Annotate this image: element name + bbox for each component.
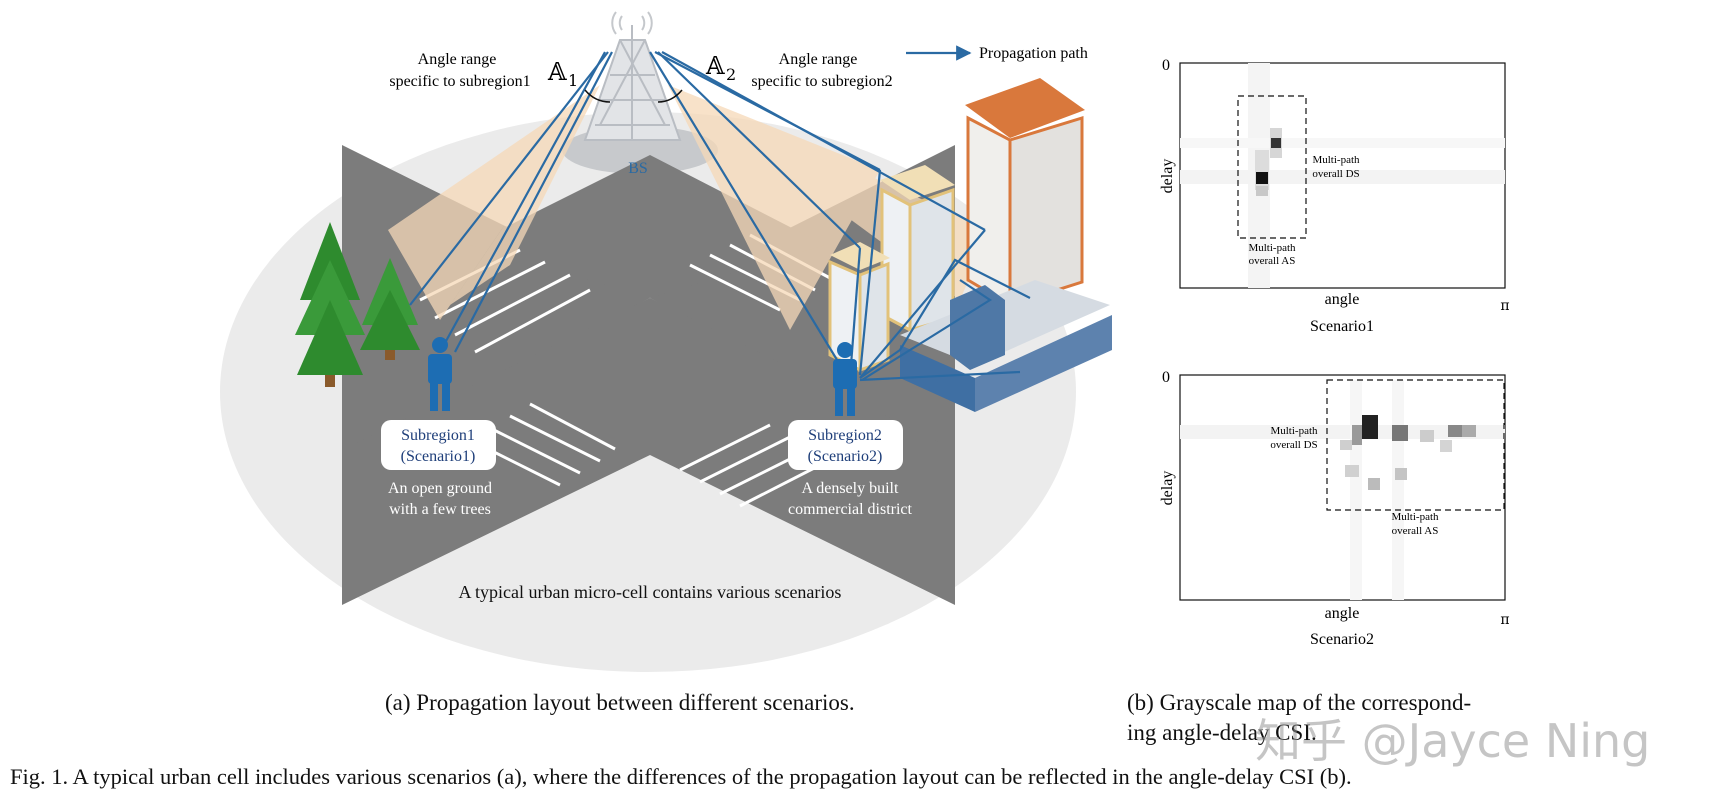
subregion2-desc1: A densely built xyxy=(802,480,899,497)
map1-title: Scenario1 xyxy=(1310,318,1374,335)
bs-tower xyxy=(583,25,682,141)
person-subregion2 xyxy=(833,342,857,416)
map2-title: Scenario2 xyxy=(1310,631,1374,648)
map1-ds-line2: overall DS xyxy=(1312,168,1359,180)
angle-right-line2: specific to subregion2 xyxy=(751,73,892,90)
subcaption-b-line2: ing angle-delay CSI. xyxy=(1127,720,1317,745)
subregion2-line1: Subregion2 xyxy=(808,427,882,444)
cell-caption: A typical urban micro-cell contains vari… xyxy=(459,582,842,602)
map2-y0: 0 xyxy=(1162,369,1170,386)
map2-as-line2: overall AS xyxy=(1392,525,1439,537)
building-low-glass xyxy=(900,280,1112,412)
propagation-paths xyxy=(409,51,1031,382)
subcaption-b-line1: (b) Grayscale map of the correspond- xyxy=(1127,690,1472,715)
map1-y0: 0 xyxy=(1162,57,1170,74)
angle-right-sub: 2 xyxy=(726,65,736,84)
angle-left-sub: 1 xyxy=(568,71,578,90)
beam-left xyxy=(388,85,600,320)
map2-cells xyxy=(1180,380,1505,600)
subregion2-line2: (Scenario2) xyxy=(808,448,883,465)
subregion1-desc2: with a few trees xyxy=(389,501,491,518)
grayscale-map-scenario1: 0 π delay angle Scenario1 Multi-path ove… xyxy=(1159,57,1510,335)
map2-xpi: π xyxy=(1500,612,1509,628)
angle-arc-left xyxy=(584,89,611,103)
angle-left-line1: Angle range xyxy=(418,51,497,68)
subregion2-desc2: commercial district xyxy=(788,501,913,518)
map2-ds-line2: overall DS xyxy=(1270,439,1317,451)
propagation-layout-panel: BS Angle range specific to subregion1 𝔸 … xyxy=(220,11,1112,672)
map2-frame xyxy=(1179,374,1506,601)
subregion1-line1: Subregion1 xyxy=(401,427,475,444)
map1-as-line2: overall AS xyxy=(1249,255,1296,267)
trees xyxy=(295,222,420,387)
map2-xlabel: angle xyxy=(1325,605,1360,622)
angle-right-symbol: 𝔸 xyxy=(705,52,725,80)
map1-ylabel: delay xyxy=(1159,159,1176,194)
map2-ds-line1: Multi-path xyxy=(1270,425,1318,437)
map1-as-line1: Multi-path xyxy=(1248,242,1296,254)
subregion1-box xyxy=(381,420,496,470)
map2-as-line1: Multi-path xyxy=(1391,511,1439,523)
legend-label: Propagation path xyxy=(979,45,1088,62)
angle-left-symbol: 𝔸 xyxy=(547,58,567,86)
building-mid-cream xyxy=(880,165,955,333)
map1-region-box xyxy=(1237,95,1307,239)
signal-icon xyxy=(611,11,653,35)
subregion1-line2: (Scenario1) xyxy=(401,448,476,465)
bs-label: BS xyxy=(628,160,648,177)
map1-xlabel: angle xyxy=(1325,291,1360,308)
watermark: 知乎 @Jayce Ning xyxy=(1255,714,1651,768)
map1-ds-line1: Multi-path xyxy=(1312,154,1360,166)
map1-xpi: π xyxy=(1500,298,1509,314)
map1-cells xyxy=(1180,63,1505,288)
building-tall-orange xyxy=(965,78,1085,308)
angle-right-line1: Angle range xyxy=(779,51,858,68)
person-subregion1 xyxy=(428,337,452,411)
subcaption-a: (a) Propagation layout between different… xyxy=(385,690,855,715)
figure-caption: Fig. 1. A typical urban cell includes va… xyxy=(10,764,1352,789)
grayscale-map-scenario2: 0 π delay angle Scenario2 Multi-path ove… xyxy=(1159,369,1510,648)
subregion2-box xyxy=(788,420,903,470)
map2-ylabel: delay xyxy=(1159,471,1176,506)
subregion1-desc1: An open ground xyxy=(388,480,492,497)
angle-left-line2: specific to subregion1 xyxy=(389,73,530,90)
angle-arc-right xyxy=(657,89,683,103)
map2-region-box xyxy=(1326,379,1505,511)
